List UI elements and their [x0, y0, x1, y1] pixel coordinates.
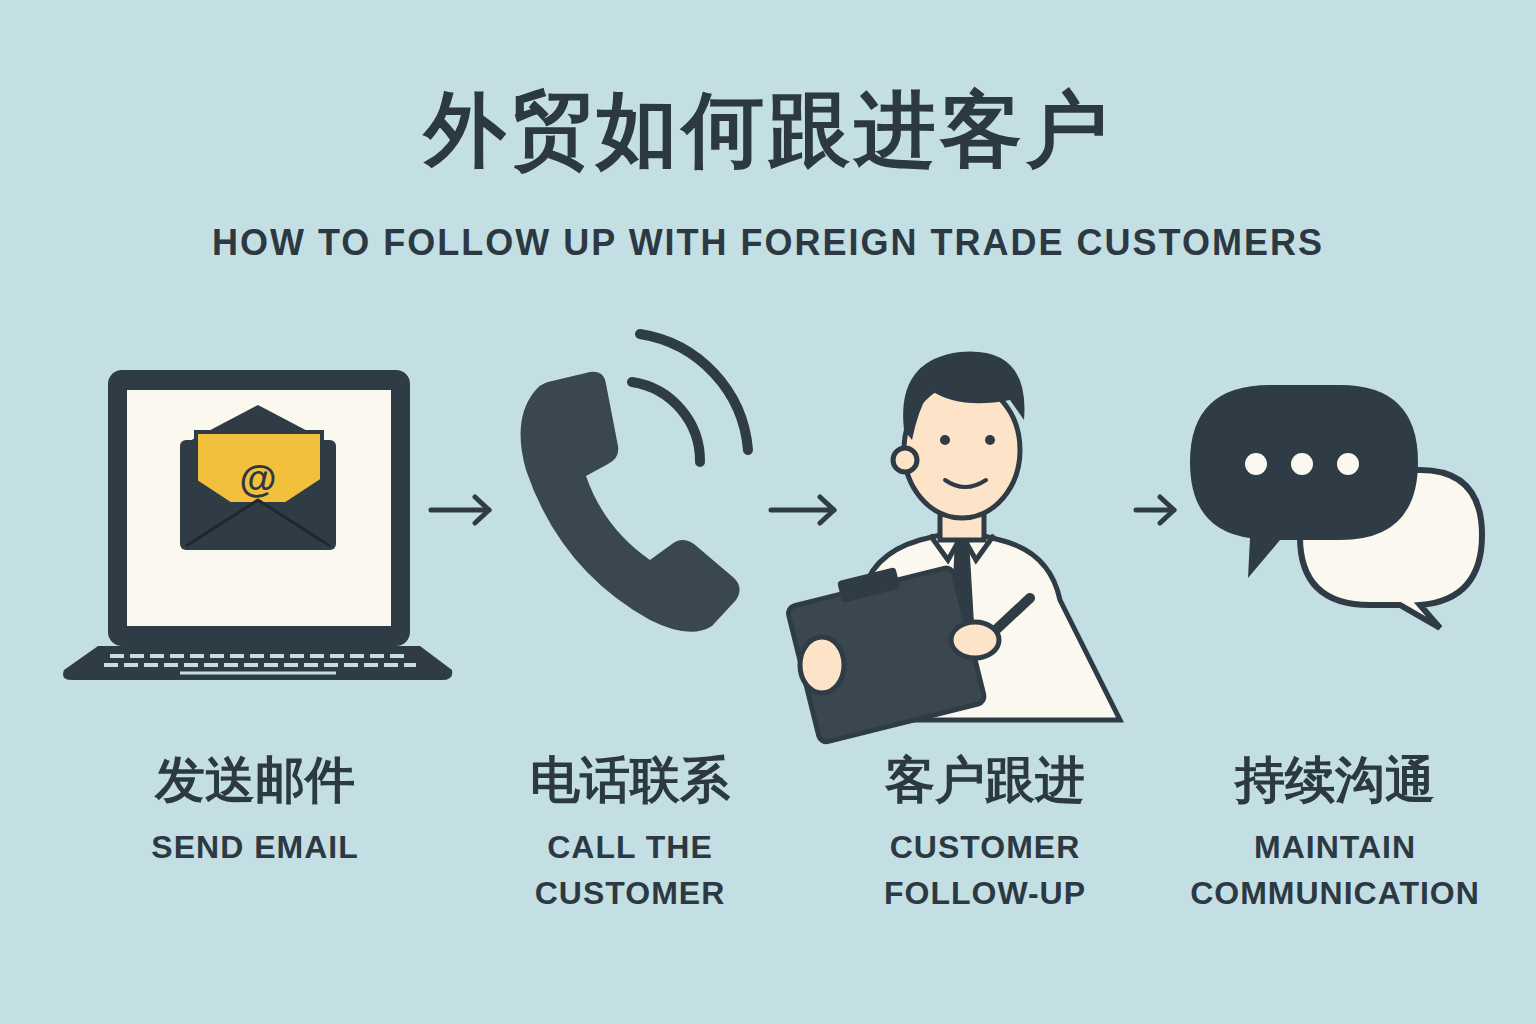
businessman-figure: [784, 352, 1120, 744]
flow-arrow: [431, 497, 489, 523]
step-title: 客户跟进: [885, 750, 1085, 810]
step-subtitle: CALL THE CUSTOMER: [495, 824, 765, 917]
step-title: 电话联系: [530, 750, 730, 810]
step-title: 持续沟通: [1235, 750, 1435, 810]
arrow-head: [1160, 497, 1174, 523]
arrow-line: [431, 508, 489, 513]
phone-icon: [521, 334, 748, 632]
laptop-icon: [63, 370, 452, 680]
flow-arrow: [1136, 497, 1174, 523]
arrow-head: [820, 497, 834, 523]
arrow-line: [1136, 508, 1174, 513]
flow-arrow: [771, 497, 834, 523]
icon-space: [985, 340, 986, 750]
step-title: 发送邮件: [155, 750, 355, 810]
subtitle: HOW TO FOLLOW UP WITH FOREIGN TRADE CUST…: [0, 222, 1536, 264]
icon-space: [255, 340, 256, 750]
icon-space: [1335, 340, 1336, 750]
step-subtitle: MAINTAIN COMMUNICATION: [1180, 824, 1490, 917]
step-node: 持续沟通 MAINTAIN COMMUNICATION: [1180, 340, 1490, 917]
arrow-line: [771, 508, 834, 513]
step-node: 电话联系 CALL THE CUSTOMER: [495, 340, 765, 917]
step-subtitle: CUSTOMER FOLLOW-UP: [840, 824, 1130, 917]
diagram-title: 外贸如何跟进客户: [0, 85, 1536, 175]
icon-space: [630, 340, 631, 750]
chat-icon: [1190, 385, 1482, 628]
step-node: 客户跟进 CUSTOMER FOLLOW-UP: [840, 340, 1130, 917]
arrow-head: [475, 497, 489, 523]
email-at-sign: @: [228, 458, 288, 501]
step-subtitle: SEND EMAIL: [151, 824, 358, 870]
step-node: 发送邮件 SEND EMAIL: [85, 340, 425, 870]
